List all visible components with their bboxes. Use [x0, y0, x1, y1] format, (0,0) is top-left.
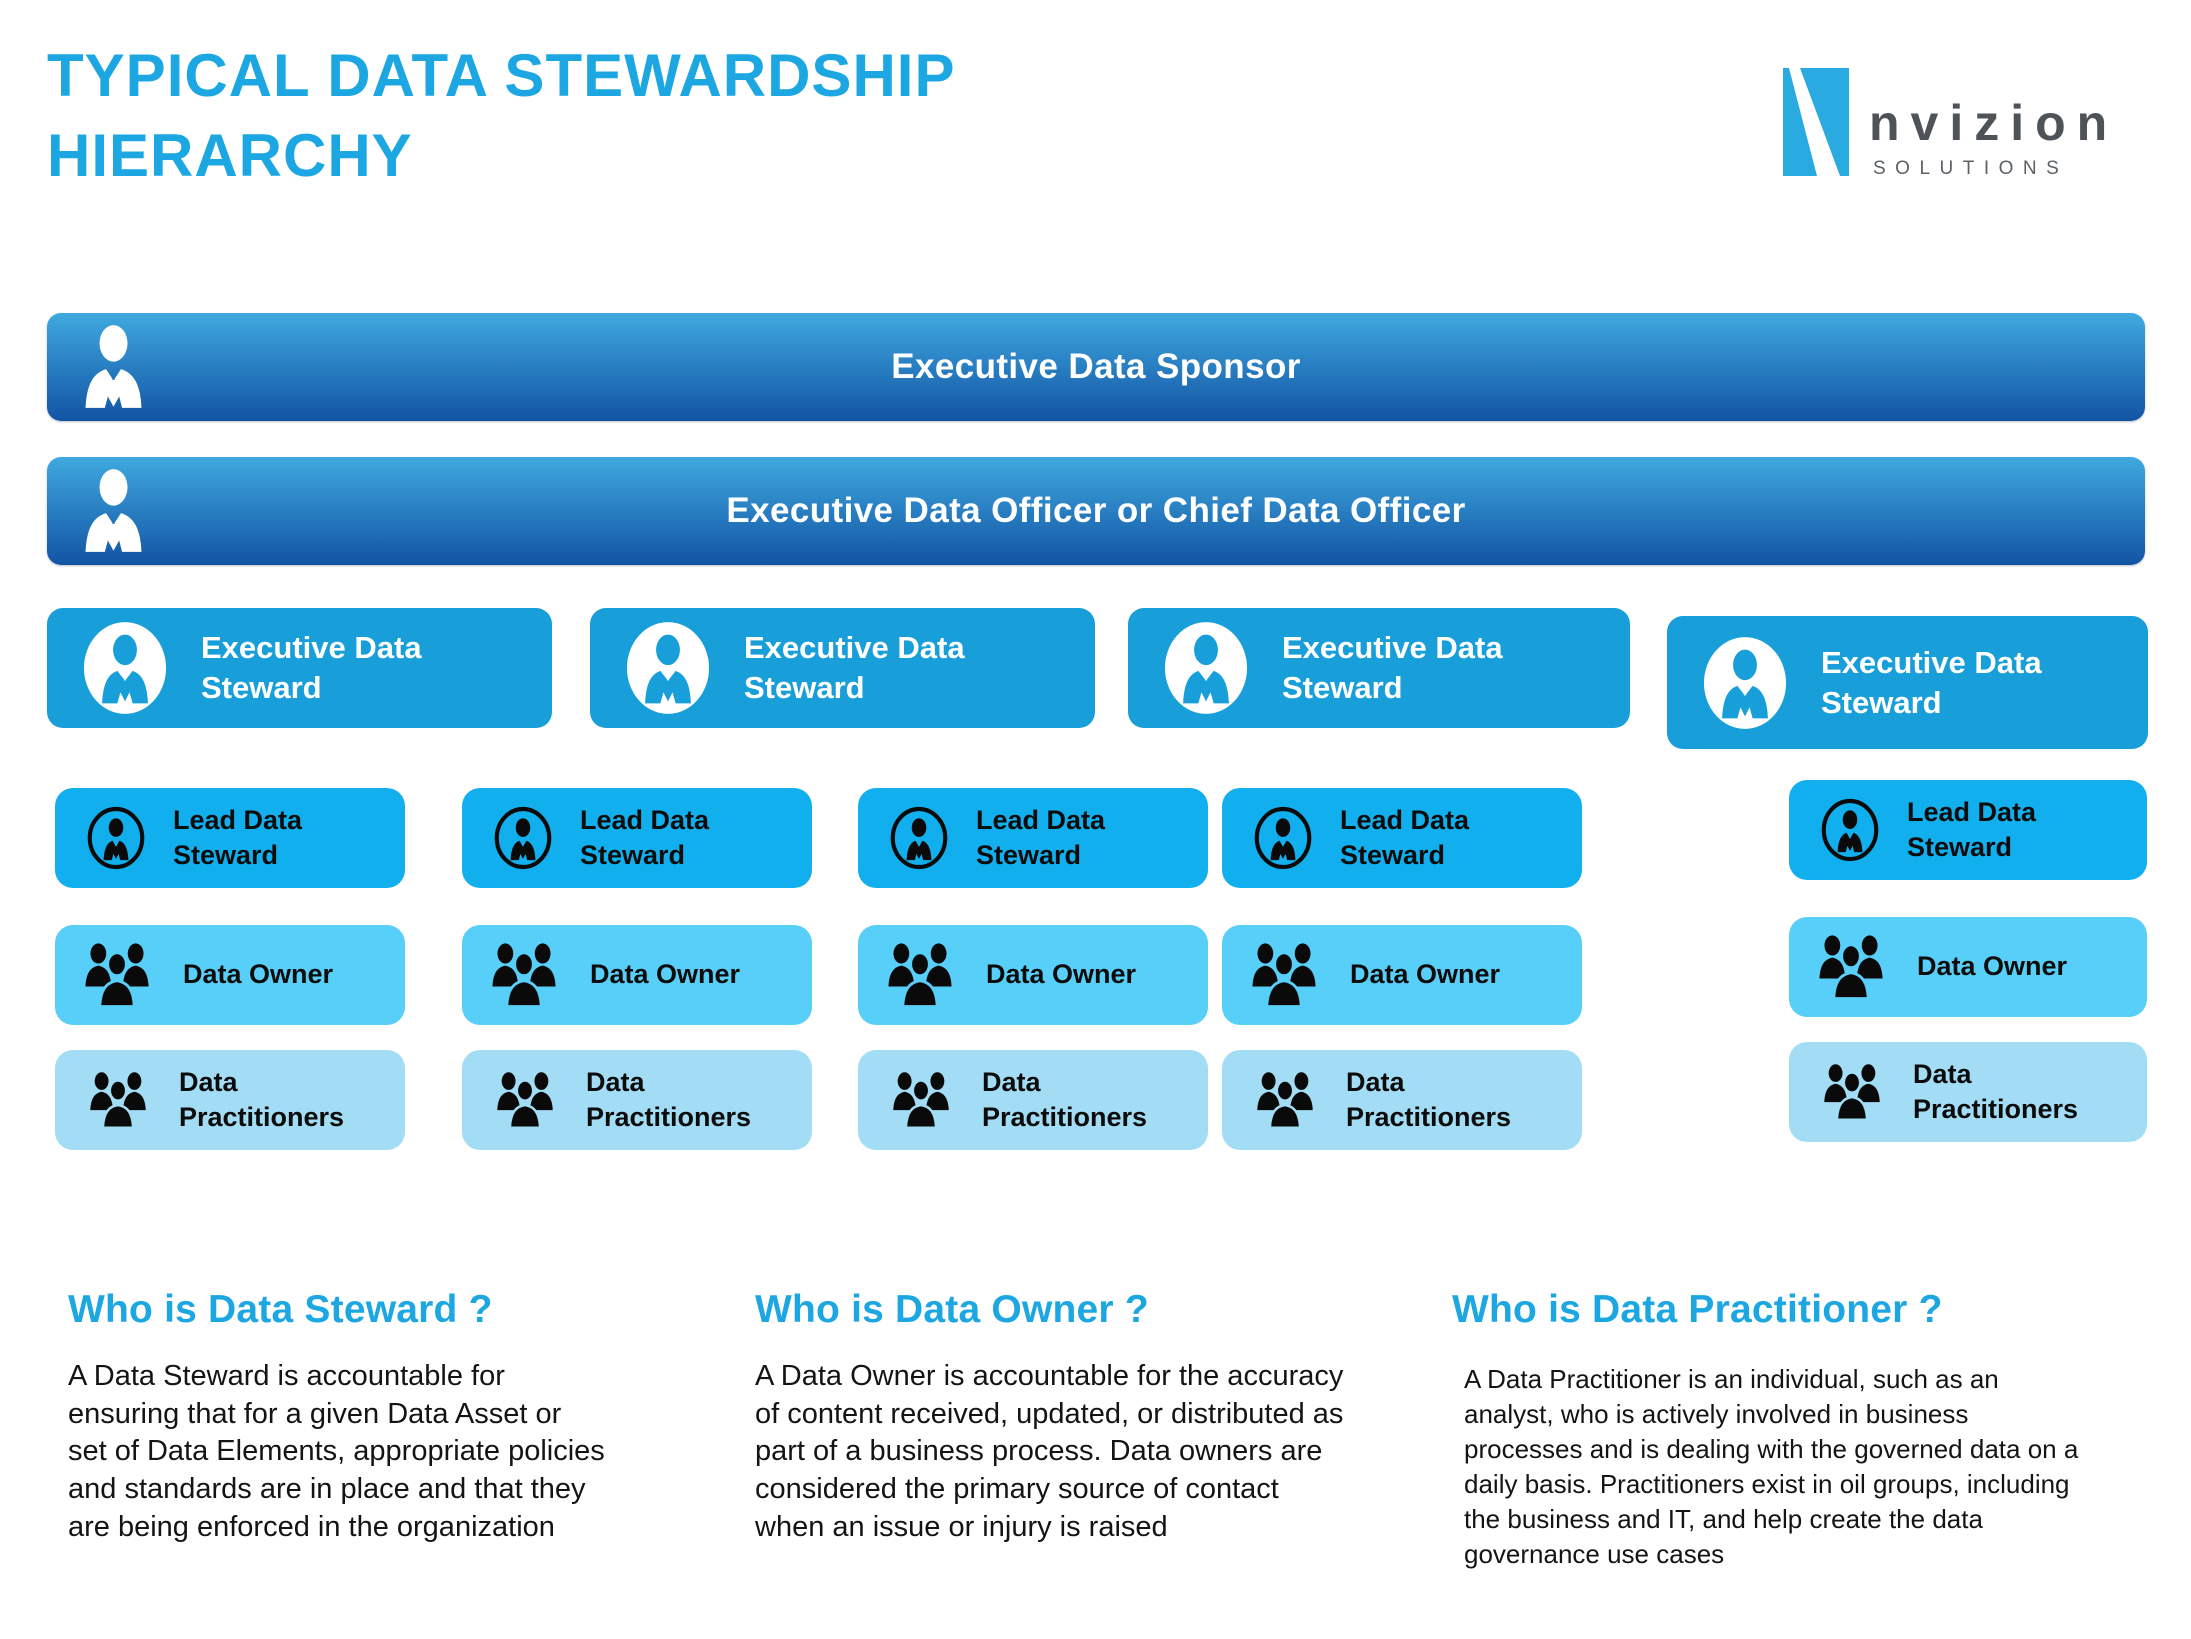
logo-text: nvizion SOLUTIONS — [1869, 98, 2118, 180]
person-oval-icon — [83, 621, 167, 715]
node-data-practitioners-4: Data Practitioners — [1222, 1050, 1582, 1150]
person-ring-icon — [1821, 797, 1879, 863]
node-lead-data-steward-2: Lead Data Steward — [462, 788, 812, 888]
node-data-practitioners-3: Data Practitioners — [858, 1050, 1208, 1150]
node-label: Lead Data Steward — [976, 804, 1106, 870]
node-lead-data-steward-5: Lead Data Steward — [1789, 780, 2147, 880]
people-group-icon — [1252, 1071, 1318, 1129]
node-label: Data Practitioners — [179, 1066, 345, 1132]
node-executive-data-steward-2: Executive Data Steward — [590, 608, 1095, 728]
node-executive-data-steward-1: Executive Data Steward — [47, 608, 552, 728]
node-lead-data-steward-4: Lead Data Steward — [1222, 788, 1582, 888]
node-label: Data Owner — [1917, 951, 2068, 982]
node-lead-data-steward-3: Lead Data Steward — [858, 788, 1208, 888]
node-label: Lead Data Steward — [173, 804, 303, 870]
people-group-icon — [1819, 1063, 1885, 1121]
node-label: Executive Data Steward — [201, 630, 422, 705]
node-data-owner-5: Data Owner — [1789, 917, 2147, 1017]
node-label: Executive Data Sponsor — [891, 347, 1301, 386]
node-executive-data-steward-4: Executive Data Steward — [1667, 616, 2148, 749]
people-group-icon — [1246, 942, 1322, 1008]
faq-data-practitioner: Who is Data Practitioner ? A Data Practi… — [1452, 1288, 2082, 1573]
person-oval-icon — [626, 621, 710, 715]
node-label: Data Practitioners — [982, 1066, 1148, 1132]
person-ring-icon — [890, 805, 948, 871]
node-label: Data Practitioners — [1913, 1058, 2079, 1124]
node-executive-data-sponsor: Executive Data Sponsor — [47, 313, 2145, 421]
node-data-practitioners-1: Data Practitioners — [55, 1050, 405, 1150]
node-label: Data Owner — [986, 959, 1137, 990]
node-executive-data-officer: Executive Data Officer or Chief Data Off… — [47, 457, 2145, 565]
people-group-icon — [888, 1071, 954, 1129]
person-oval-icon — [1164, 621, 1248, 715]
node-label: Executive Data Officer or Chief Data Off… — [726, 491, 1466, 530]
node-data-owner-4: Data Owner — [1222, 925, 1582, 1025]
node-data-owner-1: Data Owner — [55, 925, 405, 1025]
person-oval-icon — [1703, 636, 1787, 730]
people-group-icon — [1813, 934, 1889, 1000]
faq-body: A Data Practitioner is an individual, su… — [1464, 1364, 2079, 1570]
people-group-icon — [79, 942, 155, 1008]
node-label: Lead Data Steward — [1340, 804, 1470, 870]
faq-data-steward: Who is Data Steward ? A Data Steward is … — [68, 1288, 608, 1546]
person-ring-icon — [1254, 805, 1312, 871]
node-label: Data Practitioners — [586, 1066, 752, 1132]
faq-body: A Data Steward is accountable for ensuri… — [68, 1360, 605, 1543]
node-data-practitioners-5: Data Practitioners — [1789, 1042, 2147, 1142]
people-group-icon — [486, 942, 562, 1008]
logo: nvizion SOLUTIONS — [1783, 68, 2118, 180]
faq-data-owner: Who is Data Owner ? A Data Owner is acco… — [755, 1288, 1345, 1546]
faq-heading: Who is Data Practitioner ? — [1452, 1288, 1943, 1331]
node-data-practitioners-2: Data Practitioners — [462, 1050, 812, 1150]
node-label: Lead Data Steward — [1907, 796, 2037, 862]
faq-heading: Who is Data Steward ? — [68, 1288, 493, 1331]
logo-tagline: SOLUTIONS — [1873, 158, 2069, 179]
node-data-owner-3: Data Owner — [858, 925, 1208, 1025]
node-label: Lead Data Steward — [580, 804, 710, 870]
node-label: Data Practitioners — [1346, 1066, 1512, 1132]
node-label: Data Owner — [183, 959, 334, 990]
node-label: Executive Data Steward — [744, 630, 965, 705]
faq-body: A Data Owner is accountable for the accu… — [755, 1360, 1344, 1543]
faq-heading: Who is Data Owner ? — [755, 1288, 1149, 1331]
logo-mark-icon — [1783, 68, 1849, 176]
logo-name: nvizion — [1869, 95, 2119, 151]
node-executive-data-steward-3: Executive Data Steward — [1128, 608, 1630, 728]
people-group-icon — [85, 1071, 151, 1129]
node-label: Data Owner — [590, 959, 741, 990]
people-group-icon — [882, 942, 958, 1008]
node-label: Executive Data Steward — [1821, 644, 2042, 720]
node-label: Executive Data Steward — [1282, 630, 1503, 705]
people-group-icon — [492, 1071, 558, 1129]
page-title: TYPICAL DATA STEWARDSHIP HIERARCHY — [47, 42, 955, 189]
person-ring-icon — [87, 805, 145, 871]
node-data-owner-2: Data Owner — [462, 925, 812, 1025]
node-lead-data-steward-1: Lead Data Steward — [55, 788, 405, 888]
node-label: Data Owner — [1350, 959, 1501, 990]
person-ring-icon — [494, 805, 552, 871]
